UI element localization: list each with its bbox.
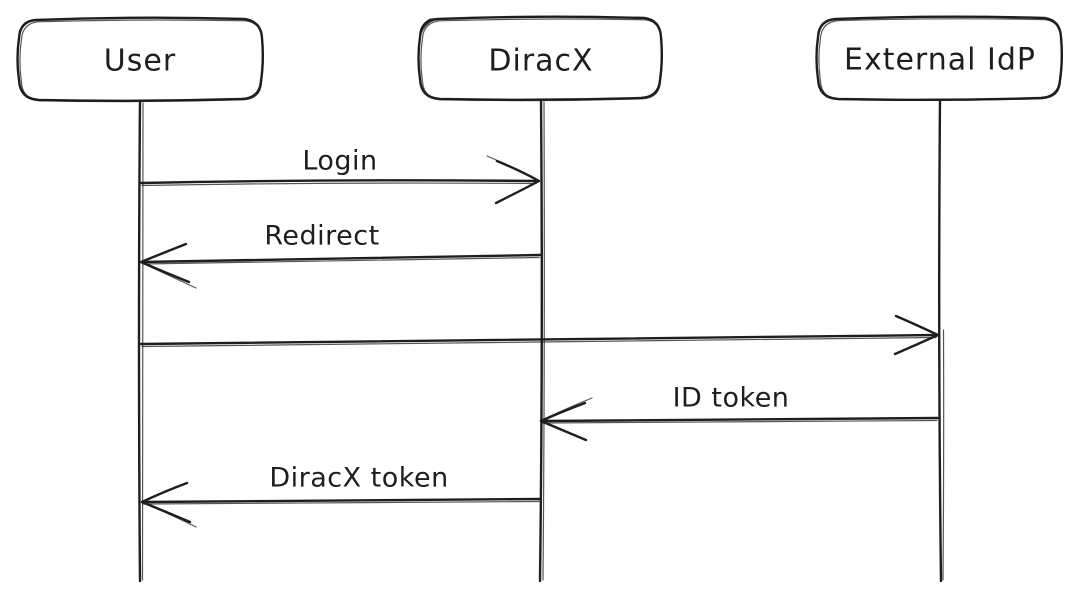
message-arrow-redirect xyxy=(140,253,542,264)
actor-label-external-idp: External IdP xyxy=(844,43,1036,78)
lifeline-user xyxy=(137,99,142,583)
message-arrow-id-token xyxy=(540,416,940,423)
message-arrow-redirect-overdraw xyxy=(142,256,540,265)
message-user-to-idp xyxy=(139,314,940,356)
message-arrow-id-token-overdraw xyxy=(542,419,938,424)
message-label-diracx-token: DiracX token xyxy=(269,463,448,494)
lifeline-external-idp-overdraw xyxy=(942,329,945,581)
actor-box-diracx xyxy=(417,15,663,101)
actor-box-user-overdraw xyxy=(19,19,264,103)
actor-label-diracx: DiracX xyxy=(488,44,593,79)
message-label-login: Login xyxy=(302,146,377,177)
actor-box-external-idp-overdraw xyxy=(818,18,1063,101)
actor-diracx: DiracX xyxy=(417,15,663,583)
message-redirect: Redirect xyxy=(139,221,542,289)
lifeline-user-overdraw xyxy=(141,102,144,581)
actor-external-idp: External IdP xyxy=(815,15,1063,583)
message-arrow-login-overdraw xyxy=(141,182,537,187)
arrowhead-left-icon-overdraw xyxy=(541,397,593,421)
message-login: Login xyxy=(139,146,541,205)
message-diracx-token: DiracX token xyxy=(140,463,542,528)
message-arrow-user-to-idp xyxy=(139,333,939,346)
message-label-id-token: ID token xyxy=(673,383,790,414)
actor-box-user xyxy=(16,16,264,102)
actor-label-user: User xyxy=(104,44,176,79)
actor-user: User xyxy=(16,16,264,583)
arrowhead-left-icon-overdraw xyxy=(141,262,197,289)
message-arrow-diracx-token xyxy=(140,497,542,504)
lifeline-diracx-overdraw xyxy=(542,101,545,581)
arrowhead-right-icon-overdraw xyxy=(486,155,539,181)
message-label-redirect: Redirect xyxy=(264,221,379,252)
actor-box-diracx-overdraw xyxy=(420,18,663,102)
lifeline-external-idp xyxy=(938,98,943,583)
actor-box-external-idp xyxy=(815,15,1063,101)
message-arrow-diracx-token-overdraw xyxy=(142,500,540,505)
actor-box-diracx-corner-sketch xyxy=(419,18,439,38)
arrowhead-left-icon-overdraw xyxy=(142,502,197,528)
message-id-token: ID token xyxy=(539,383,940,442)
message-arrow-login xyxy=(139,179,539,185)
message-arrow-user-to-idp-overdraw xyxy=(141,336,937,348)
arrowhead-right-icon xyxy=(893,314,940,356)
